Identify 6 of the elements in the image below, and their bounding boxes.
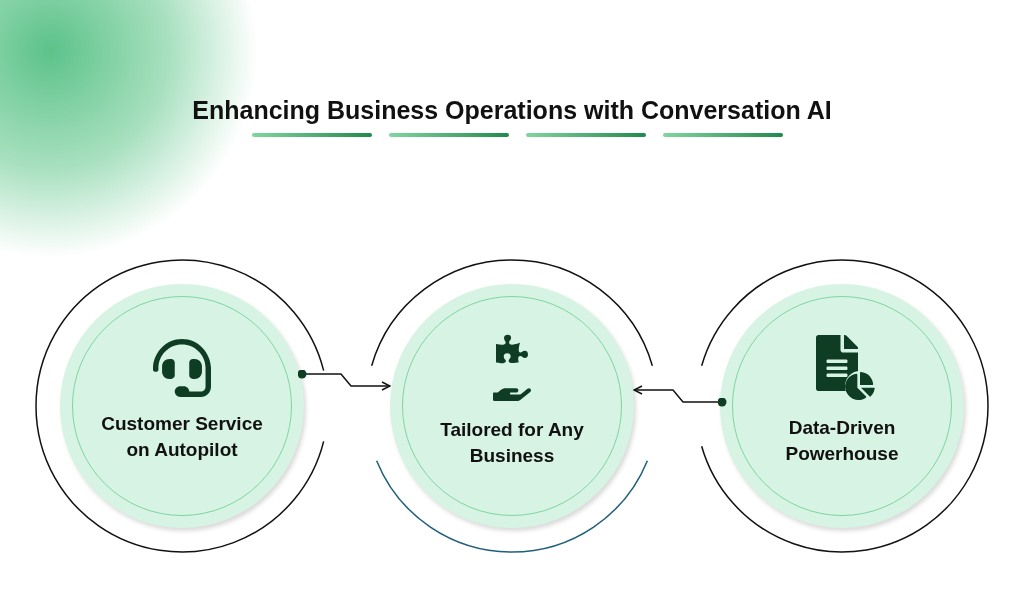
connector-arrow [297, 369, 391, 391]
node-label: Tailored for Any Business [439, 418, 585, 468]
node-label: Data-Driven Powerhouse [784, 416, 900, 466]
title: Enhancing Business Operations with Conversation AI [191, 95, 833, 126]
node-label: Customer Service on Autopilot [100, 412, 264, 462]
connector-arrow [633, 385, 727, 407]
